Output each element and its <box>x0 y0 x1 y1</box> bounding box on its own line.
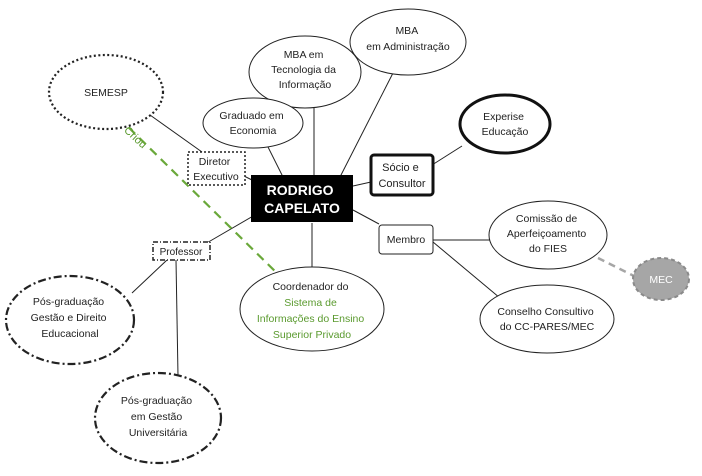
node-membro: Membro <box>378 224 434 255</box>
node-pos-gestao-univ: Pós-graduação em Gestão Universitária <box>93 371 223 465</box>
node-pos-gestao-direito: Pós-graduação Gestão e Direito Educacion… <box>4 274 136 366</box>
criou-label: Criou <box>121 124 148 151</box>
edge-semesp-diretor <box>149 114 203 153</box>
edge-criou <box>117 116 287 283</box>
svg-text:MEC: MEC <box>649 274 673 286</box>
edge-center-membro <box>352 209 380 225</box>
node-graduado: Graduado em Economia <box>202 97 304 149</box>
node-conselho: Conselho Consultivo do CC-PARES/MEC <box>479 284 615 354</box>
svg-text:Coordenador do Sistema d: Coordenador do Sistema de Informações do… <box>257 281 367 341</box>
node-mba-admin: MBA em Administração <box>349 8 467 76</box>
svg-text:Experise Educação: Experise Educação <box>482 111 529 138</box>
svg-text:Conselho Consultivo do C: Conselho Consultivo do CC-PARES/MEC <box>497 306 596 333</box>
edge-center-graduado <box>267 146 284 178</box>
svg-text:Graduado em Economia: Graduado em Economia <box>219 110 286 137</box>
node-center: RODRIGO CAPELATO <box>251 175 353 222</box>
svg-text:Diretor Executivo: Diretor Executivo <box>193 156 239 183</box>
edge-center-socio <box>352 181 372 187</box>
node-experise: Experise Educação <box>458 93 552 155</box>
edge-professor-pos-direito <box>131 259 168 294</box>
svg-text:MBA em Tecnologia da: MBA em Tecnologia da Informação <box>271 49 339 91</box>
edge-membro-conselho <box>432 241 501 299</box>
node-comissao: Comissão de Aperfeiçoamento do FIES <box>488 200 608 270</box>
node-mba-ti: MBA em Tecnologia da Informação <box>248 35 362 109</box>
svg-text:Sócio e Consultor: Sócio e Consultor <box>378 162 425 190</box>
svg-text:RODRIGO CAPELATO: RODRIGO CAPELATO <box>264 182 340 216</box>
svg-text:MBA em Administração: MBA em Administração <box>366 25 450 53</box>
svg-text:Comissão de Aperfeiçoame: Comissão de Aperfeiçoamento do FIES <box>507 213 589 255</box>
svg-text:Pós-graduação Gestão e D: Pós-graduação Gestão e Direito Educacion… <box>31 296 110 340</box>
edge-comissao-mec <box>597 256 635 278</box>
edge-socio-experise <box>431 145 463 166</box>
node-socio: Sócio e Consultor <box>369 153 435 197</box>
svg-text:Membro: Membro <box>387 234 426 246</box>
svg-text:Professor: Professor <box>160 247 203 258</box>
node-coordenador: Coordenador do Sistema de Informações do… <box>239 266 385 352</box>
edge-professor-pos-univ <box>175 259 179 377</box>
node-professor: Professor <box>152 241 211 261</box>
node-semesp: SEMESP <box>47 53 165 131</box>
svg-text:Pós-graduação em Gestão: Pós-graduação em Gestão Universitária <box>121 395 195 439</box>
edge-center-professor <box>204 211 261 245</box>
node-diretor: Diretor Executivo <box>187 151 246 186</box>
svg-text:SEMESP: SEMESP <box>84 87 128 99</box>
node-mec: MEC <box>632 257 690 301</box>
edge-center-mba-admin <box>339 72 394 178</box>
